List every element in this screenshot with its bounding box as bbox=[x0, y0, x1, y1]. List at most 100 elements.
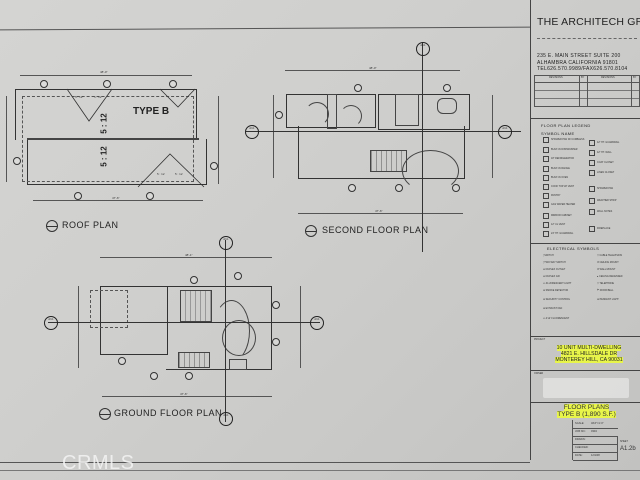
door-swing bbox=[340, 105, 362, 127]
project-name: 10 UNIT MULTI-DWELLING bbox=[556, 345, 622, 351]
sheet-number: A1.2b bbox=[620, 446, 636, 452]
info-value: 3/16"=1'-0" bbox=[591, 422, 604, 425]
grid-tag bbox=[272, 301, 280, 309]
grid-tag bbox=[348, 184, 356, 192]
info-label: DATE: bbox=[575, 454, 583, 457]
door-swing bbox=[213, 300, 250, 362]
watermark: CRMLS bbox=[62, 452, 135, 474]
grid-tag bbox=[169, 80, 177, 88]
section-line-vertical bbox=[422, 42, 423, 252]
roof-outline-lower bbox=[27, 139, 207, 185]
second-dim-top bbox=[285, 70, 460, 71]
roof-hip-lines bbox=[66, 88, 205, 188]
section-mark-top: A3.1 bbox=[219, 236, 233, 250]
roof-dim-bottom bbox=[33, 200, 203, 201]
ground-dim-top bbox=[100, 257, 272, 258]
grid-tag bbox=[452, 184, 460, 192]
grid-tag bbox=[103, 80, 111, 88]
roof-dim-right bbox=[218, 96, 219, 184]
ground-floor-kitchen bbox=[180, 290, 212, 322]
roof-slope-lower: 5 : 12 bbox=[99, 146, 109, 167]
project-label: PROJECT bbox=[534, 338, 546, 341]
revisions-table: REVISIONS BY REVISIONS BY bbox=[534, 75, 640, 107]
roof-type-label: TYPE B bbox=[133, 106, 170, 117]
address-line-2: ALHAMBRA CALIFORNIA 91801 bbox=[537, 59, 619, 66]
firm-divider bbox=[537, 38, 637, 39]
grid-tag bbox=[272, 338, 280, 346]
section-mark-right: A3.1 bbox=[498, 125, 512, 139]
door-swing bbox=[305, 102, 329, 126]
info-label: JOB NO.: bbox=[575, 430, 587, 433]
revisions-header: REVISIONS bbox=[549, 76, 563, 79]
firm-name: THE ARCHITECH GROUP bbox=[537, 16, 640, 28]
section-mark-top: A3.1 bbox=[416, 42, 430, 56]
ground-floor-main bbox=[166, 286, 272, 370]
info-label: SCALE: bbox=[575, 422, 585, 425]
owner-redacted bbox=[543, 378, 629, 398]
bathtub bbox=[437, 98, 457, 114]
grid-tag bbox=[354, 84, 362, 92]
roof-dim-bottom-label: 47'-6" bbox=[112, 196, 120, 200]
second-floor-bathroom bbox=[395, 94, 419, 126]
door-swing bbox=[402, 150, 459, 192]
grid-tag bbox=[190, 276, 198, 284]
grid-tag bbox=[13, 157, 21, 165]
second-plan-number-circle bbox=[305, 225, 317, 237]
ground-plan-title: GROUND FLOOR PLAN bbox=[114, 408, 223, 418]
section-line-vertical bbox=[225, 240, 226, 422]
owner-label: OWNER bbox=[534, 372, 544, 375]
ground-floor-stair bbox=[178, 352, 210, 368]
by-header: BY bbox=[633, 76, 637, 79]
project-info: 10 UNIT MULTI-DWELLING 4821 E. HILLSDALE… bbox=[539, 345, 639, 363]
ground-dim-bottom bbox=[102, 396, 272, 397]
roof-dim-top bbox=[20, 75, 192, 76]
project-street: 4821 E. HILLSDALE DR bbox=[560, 351, 618, 357]
roof-dim-left bbox=[6, 96, 7, 182]
roof-small-slope: 5 : 12 bbox=[157, 172, 165, 176]
electrical-symbols-title: ELECTRICAL SYMBOLS bbox=[547, 246, 600, 251]
sheet-title: FLOOR PLANS TYPE B (1,890 S.F.) bbox=[534, 404, 639, 418]
title-block: THE ARCHITECH GROUP 235 E. MAIN STREET S… bbox=[530, 0, 640, 460]
grid-tag bbox=[443, 84, 451, 92]
roof-plan-title: ROOF PLAN bbox=[62, 220, 119, 230]
section-line-horizontal bbox=[48, 322, 320, 323]
grid-tag bbox=[275, 111, 283, 119]
sheet-title-line2: TYPE B (1,890 S.F.) bbox=[557, 410, 616, 418]
section-line-horizontal bbox=[246, 131, 521, 132]
drawing-info-table: SCALE: 3/16"=1'-0" JOB NO.: 0304 DRAWN: CH… bbox=[572, 420, 618, 461]
firm-address: 235 E. MAIN STREET SUITE 200 ALHAMBRA CA… bbox=[537, 53, 627, 73]
ground-dim-top-label: 48'-1" bbox=[185, 253, 193, 257]
second-dim-top-label: 48'-0" bbox=[369, 66, 377, 70]
roof-slope-upper: 5 : 12 bbox=[99, 113, 109, 134]
grid-tag bbox=[118, 357, 126, 365]
second-dim-right bbox=[492, 95, 493, 178]
grid-tag bbox=[185, 372, 193, 380]
info-value: 0304 bbox=[591, 430, 597, 433]
sheet-bottom-border-2 bbox=[0, 470, 640, 471]
project-city: MONTEREY HILL, CA 90031 bbox=[555, 357, 623, 363]
sheet-label: SHEET bbox=[620, 440, 628, 443]
section-mark-left: A3.1 bbox=[245, 125, 259, 139]
second-plan-title: SECOND FLOOR PLAN bbox=[322, 225, 429, 235]
floor-plan-legend-title: FLOOR PLAN LEGEND bbox=[541, 123, 591, 128]
section-mark-bottom: A3.1 bbox=[219, 412, 233, 426]
grid-tag bbox=[74, 192, 82, 200]
roof-small-slope: 5 : 12 bbox=[75, 95, 83, 99]
roof-dim-top-label: 48'-0" bbox=[100, 70, 108, 74]
second-dim-bottom bbox=[298, 213, 463, 214]
section-mark-right: A3.1 bbox=[310, 316, 324, 330]
info-label: DRAWN: bbox=[575, 438, 586, 441]
by-header: BY bbox=[581, 76, 585, 79]
grid-tag bbox=[40, 80, 48, 88]
section-mark-left: A3.1 bbox=[44, 316, 58, 330]
info-label: CHECKED: bbox=[575, 446, 589, 449]
second-floor-bath-block bbox=[378, 94, 470, 130]
sheet-bottom-border bbox=[0, 462, 530, 463]
second-dim-bottom-label: 47'-6" bbox=[375, 209, 383, 213]
ground-plan-number-circle bbox=[99, 408, 111, 420]
address-line-3: TEL626.570.9989/FAX626.570.8104 bbox=[537, 66, 628, 72]
grid-tag bbox=[395, 184, 403, 192]
roof-small-slope: 5 : 12 bbox=[94, 95, 102, 99]
grid-tag bbox=[146, 192, 154, 200]
fireplace bbox=[229, 359, 247, 370]
